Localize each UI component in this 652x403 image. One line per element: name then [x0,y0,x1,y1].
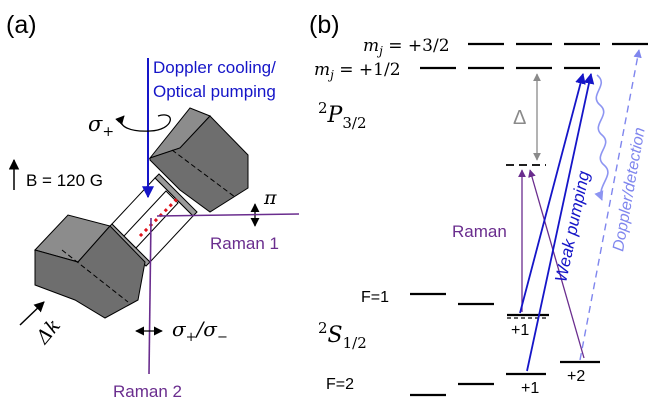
weak-pumping-arrow-2 [526,72,595,372]
p-state-sup: 2 [318,99,328,117]
p-state-main: P [327,103,344,128]
svg-text:σ+/σ−: σ+/σ− [172,317,228,345]
raman-label: Raman [452,222,507,241]
svg-text:σ+: σ+ [88,112,114,140]
panel-a-label: (a) [6,11,37,39]
f2-label: F=2 [326,376,354,393]
sigma-plus-sub: + [102,124,114,140]
mj12-value: = +1/2 [334,60,401,80]
s12-levels [410,292,600,397]
ion-trap [34,107,249,319]
s-state-sub: 1/2 [343,334,367,352]
pi-label: π [263,187,277,209]
electrode-lower [34,214,146,319]
panel-a: (a) [6,11,300,401]
doppler-label-line1: Doppler cooling/ [153,58,276,77]
electrode-lower-dash [61,249,129,303]
sigma-pm-sub1: + [186,330,197,345]
mj12-prefix: m [314,60,330,80]
svg-text:2S1/2: 2S1/2 [318,319,367,352]
sigma-pm-sub2: − [217,330,228,345]
label-plus1-lower: +1 [521,380,539,397]
ion-chain [138,196,180,238]
raman1-label: Raman 1 [210,234,279,253]
doppler-detection-arrow [579,49,642,361]
panel-b: (b) mj = +3/2 mj = +1/2 2P3/2 Δ [309,11,649,397]
b-field-label: B = 120 G [26,171,103,190]
delta-k-label: Δk [31,315,65,349]
svg-text:mj = +3/2: mj = +3/2 [363,36,450,58]
doppler-label-line2: Optical pumping [153,82,276,101]
doppler-detection-label: Doppler/detection [610,126,649,253]
sigma-pm-symbol: σ [172,317,187,341]
f1-label: F=1 [361,289,389,306]
p-state-sub: 3/2 [342,114,366,132]
sigma-plus-annotation: σ+ [88,112,171,140]
s-state-sup: 2 [318,319,328,337]
electrode-upper [148,107,249,213]
raman1-beam [156,213,300,217]
sigma-plus-symbol: σ [88,112,103,136]
raman-arrow-from-plus2 [528,169,585,359]
mj12-sub: j [327,68,334,82]
svg-text:2P3/2: 2P3/2 [318,99,367,132]
mj32-sub: j [376,44,383,58]
label-plus2: +2 [567,368,585,385]
circular-polarization-arrow-icon [115,114,171,132]
detuning-label: Δ [513,107,526,129]
svg-text:mj = +1/2: mj = +1/2 [314,60,401,82]
mj32-value: = +3/2 [383,36,450,56]
p32-levels [420,42,648,70]
sigma-pm-mid: /σ [195,317,219,341]
emission-wavy-arrow [594,74,609,201]
raman2-label: Raman 2 [113,382,182,401]
raman2-beam [148,217,152,375]
panel-b-label: (b) [309,11,340,39]
s-state-main: S [328,323,343,348]
delta-k-arrow-icon [19,301,45,326]
electrode-upper-dash [171,149,236,198]
weak-pumping-arrow-1 [519,72,586,314]
mj32-prefix: m [363,36,379,56]
label-plus1-upper: +1 [511,322,529,339]
